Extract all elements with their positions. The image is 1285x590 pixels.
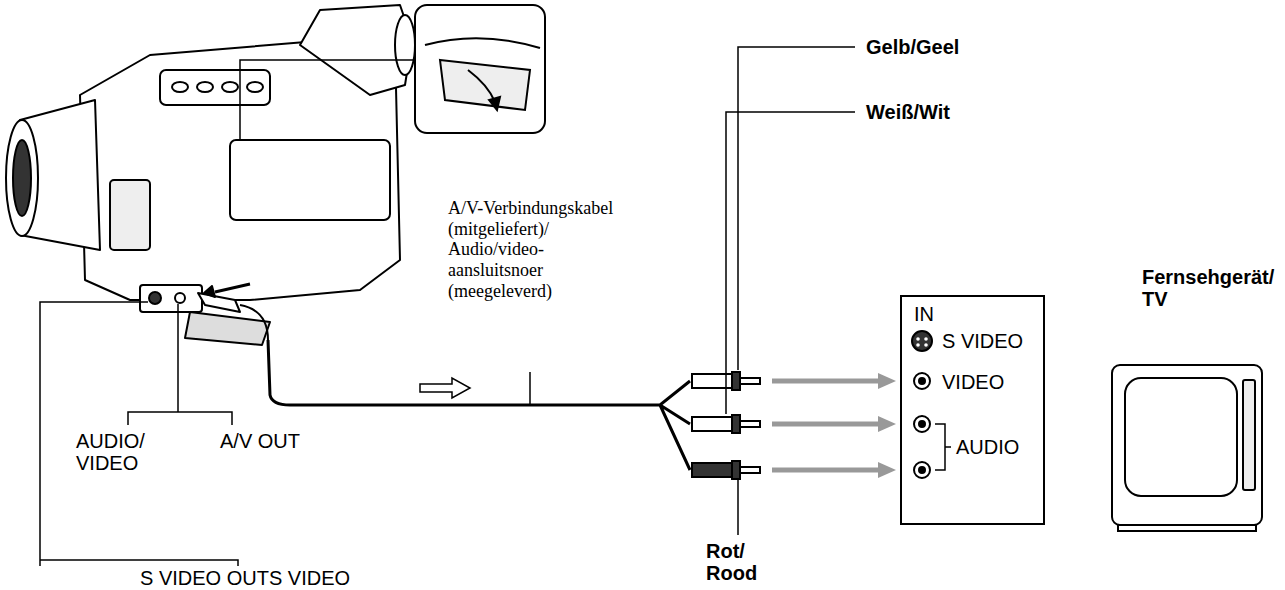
cable-split — [640, 381, 690, 470]
jack-label: AUDIO/ VIDEO — [76, 430, 158, 474]
input-name: AUDIO — [956, 436, 1019, 458]
cover-edge — [425, 38, 540, 48]
tv-screen — [1125, 378, 1237, 496]
button — [172, 82, 188, 92]
leader-line — [738, 47, 855, 370]
insert-arrow-head — [204, 286, 215, 297]
inset-leader — [240, 60, 415, 140]
plug-collar — [732, 461, 740, 479]
inset-frame — [415, 5, 545, 133]
connect-arrow-head — [878, 373, 896, 478]
button — [197, 82, 213, 92]
open-arrow-head — [489, 97, 500, 110]
insert-arrows — [772, 373, 896, 478]
device-label: Fernsehgerät/ TV — [1142, 266, 1282, 310]
direction-arrow — [420, 378, 470, 398]
plug-cable — [240, 305, 268, 340]
s-video-jack — [149, 292, 161, 304]
jack-pin — [919, 421, 925, 427]
jack-pin — [916, 337, 920, 341]
eyecup — [395, 15, 415, 75]
av-cable — [268, 340, 640, 405]
audio-jack — [914, 462, 930, 478]
av-plug — [198, 293, 240, 312]
jack-bracket — [40, 302, 238, 566]
lens-glass — [13, 140, 31, 216]
leader-lines — [40, 47, 855, 566]
input-panel: IN S VIDEO VIDEO AUDIO — [900, 295, 1045, 525]
plug-tip — [740, 378, 760, 384]
cable-label: A/V-Verbindungskabel (mitgeliefert)/ Aud… — [448, 198, 638, 301]
tv-base — [1118, 525, 1256, 531]
button — [222, 82, 238, 92]
control-panel — [160, 70, 270, 105]
av-jack — [175, 293, 185, 303]
jack-label: A/V OUT — [220, 430, 320, 452]
input-name: S VIDEO — [942, 330, 1023, 352]
jack-pin — [919, 467, 925, 473]
detail-inset — [240, 5, 545, 140]
jack-pin — [924, 337, 928, 341]
cassette-door — [230, 140, 390, 220]
camcorder — [6, 5, 415, 345]
jack-label: S VIDEO OUTS VIDEO — [140, 567, 400, 589]
cover — [440, 60, 530, 110]
button — [247, 82, 263, 92]
jack-cover — [185, 312, 270, 345]
plug-tip — [740, 467, 760, 473]
connect-arrow — [772, 381, 880, 470]
leader-line — [726, 112, 855, 414]
jack-pin — [924, 343, 928, 347]
plug-collar — [732, 372, 740, 390]
red-plug — [692, 463, 732, 477]
tv-cabinet — [1112, 365, 1262, 525]
input-name: VIDEO — [942, 371, 1004, 393]
color-label: Rot/ Rood — [706, 540, 778, 584]
cable — [268, 340, 690, 470]
lens-front — [6, 120, 38, 236]
plug-tip — [740, 421, 760, 427]
audio-bracket — [935, 424, 951, 470]
color-label: Weiß/Wit — [866, 101, 1016, 123]
panel-heading: IN — [914, 303, 934, 325]
video-jack — [914, 373, 930, 389]
leader-line — [737, 480, 739, 535]
jack-panel — [140, 285, 202, 312]
insert-arrow — [215, 284, 250, 292]
audio-jack — [914, 416, 930, 432]
television — [1112, 365, 1262, 531]
s-video-jack — [912, 331, 932, 351]
tv-jacks — [912, 331, 951, 478]
open-arrow — [468, 70, 495, 102]
plug-collar — [732, 415, 740, 433]
jack-pin — [919, 378, 925, 384]
color-label: Gelb/Geel — [866, 36, 1016, 58]
grip-strap — [110, 180, 150, 250]
jack-pin — [916, 343, 920, 347]
jack-bracket — [128, 304, 232, 425]
cable-leader — [529, 372, 531, 405]
tv-controls — [1243, 380, 1255, 490]
white-plug — [692, 417, 732, 431]
